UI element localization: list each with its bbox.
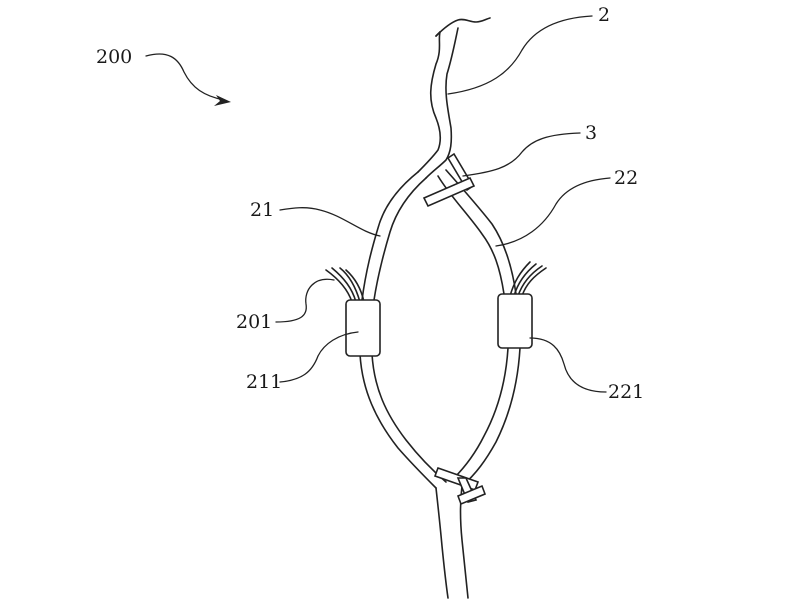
label-211: 211 — [246, 371, 282, 393]
label-21: 21 — [250, 199, 274, 221]
right-component — [497, 293, 533, 349]
upper-clip — [422, 152, 476, 208]
main-cable-upper — [417, 17, 491, 179]
leader-2 — [447, 15, 593, 95]
leader-211 — [279, 331, 359, 383]
right-wires — [509, 261, 547, 297]
lower-clip — [433, 466, 487, 506]
label-201: 201 — [236, 311, 272, 333]
label-3: 3 — [585, 122, 597, 144]
leader-221 — [529, 337, 607, 393]
label-2: 2 — [598, 4, 610, 26]
label-22: 22 — [614, 167, 638, 189]
leader-22 — [495, 177, 611, 247]
label-221: 221 — [608, 381, 644, 403]
left-wires — [325, 267, 365, 303]
label-200: 200 — [96, 46, 132, 68]
left-branch — [359, 171, 447, 489]
leader-201 — [275, 278, 335, 323]
left-component — [345, 299, 381, 357]
curved-arrow-icon — [145, 53, 231, 106]
leader-3 — [462, 132, 581, 177]
leader-21 — [279, 207, 381, 237]
